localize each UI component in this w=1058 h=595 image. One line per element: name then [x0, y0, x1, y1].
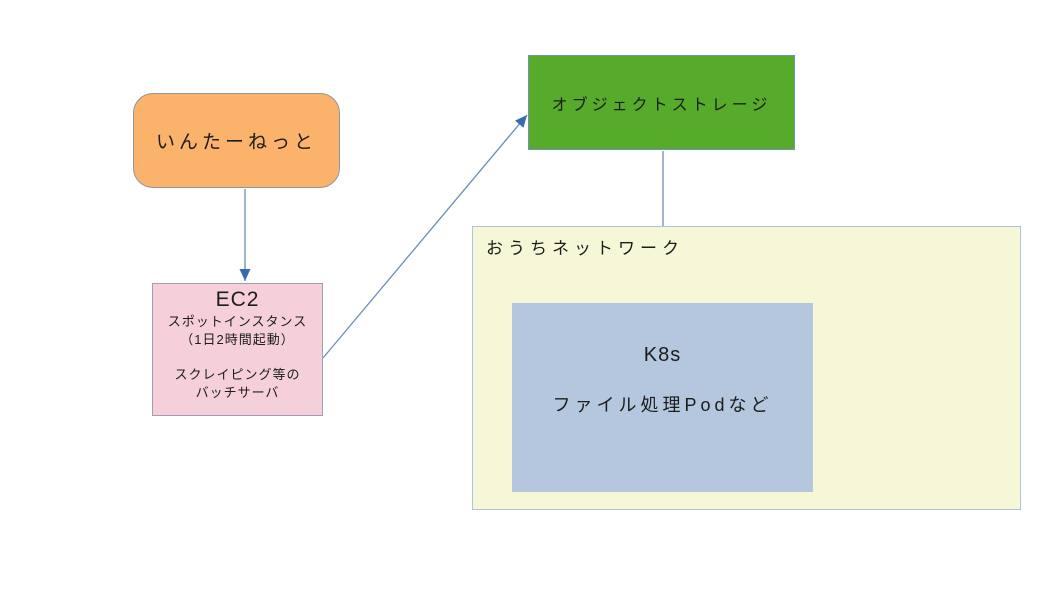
ec2-role-line1: スクレイピング等の	[174, 367, 301, 382]
k8s-subtitle: ファイル処理Podなど	[552, 395, 773, 415]
k8s-node: K8s ファイル処理Podなど	[512, 303, 813, 492]
object-storage-label: オブジェクトストレージ	[551, 96, 772, 114]
ec2-title: EC2	[215, 288, 260, 311]
ec2-role-description: スクレイピング等の バッチサーバ	[153, 366, 322, 401]
internet-label: いんたーねっと	[155, 132, 317, 153]
ec2-node: EC2 スポットインスタンス （1日2時間起動） スクレイピング等の バッチサー…	[152, 283, 323, 416]
home-network-container: おうちネットワーク K8s ファイル処理Podなど	[472, 226, 1021, 510]
ec2-role-line2: バッチサーバ	[195, 384, 280, 400]
ec2-spot-line2: （1日2時間起動）	[180, 331, 295, 347]
ec2-spot-description: スポットインスタンス （1日2時間起動）	[153, 313, 322, 348]
k8s-title: K8s	[643, 344, 682, 366]
internet-node: いんたーねっと	[133, 93, 340, 188]
home-network-label: おうちネットワーク	[486, 239, 684, 258]
ec2-spot-line1: スポットインスタンス	[167, 314, 308, 329]
object-storage-node: オブジェクトストレージ	[528, 55, 795, 150]
